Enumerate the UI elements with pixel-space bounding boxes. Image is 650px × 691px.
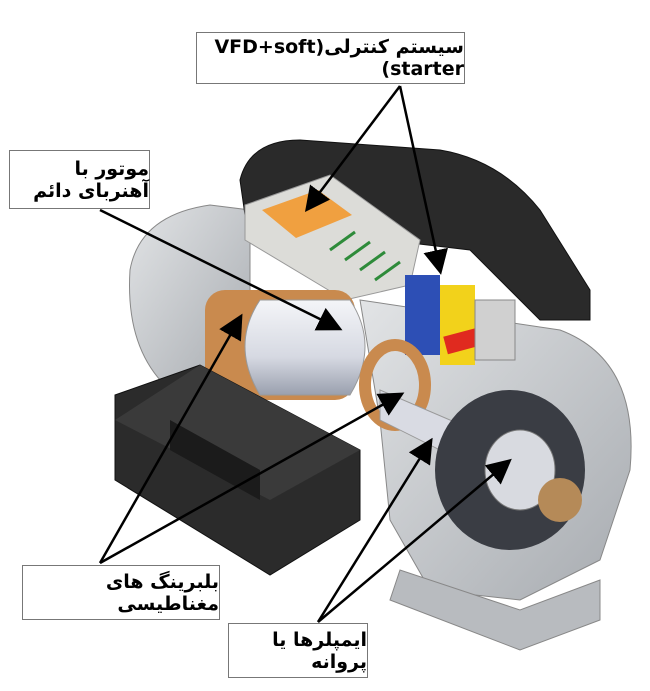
motor-cylinder bbox=[244, 299, 366, 396]
impeller-hub bbox=[538, 478, 582, 522]
busbar-yellow bbox=[440, 285, 475, 365]
arrow-control-1 bbox=[304, 85, 401, 212]
arrow-bearing-2 bbox=[99, 392, 405, 565]
arrow-control-2 bbox=[398, 85, 448, 275]
label-control-system: سیستم کنترلی(VFD+soft starter) bbox=[196, 32, 465, 84]
terminal-block bbox=[474, 299, 516, 361]
arrow-motor bbox=[99, 208, 343, 331]
electronics-box-top bbox=[115, 365, 360, 500]
label-motor: موتور با آهنربای دائم bbox=[9, 150, 150, 209]
electronics-box-panel bbox=[170, 420, 260, 500]
label-magnetic-bearings: بلبرینگ های مغناطیسی bbox=[22, 565, 220, 620]
leader-lines bbox=[98, 85, 512, 623]
busbar-blue bbox=[405, 275, 440, 355]
arrow-impeller-1 bbox=[316, 437, 433, 623]
control-green-strips bbox=[329, 230, 401, 282]
label-impellers: ایمپلرها یا پروانه bbox=[228, 623, 368, 678]
arrow-impeller-2 bbox=[317, 458, 512, 623]
base-foot bbox=[389, 569, 601, 651]
arrow-bearing-1 bbox=[98, 313, 243, 564]
